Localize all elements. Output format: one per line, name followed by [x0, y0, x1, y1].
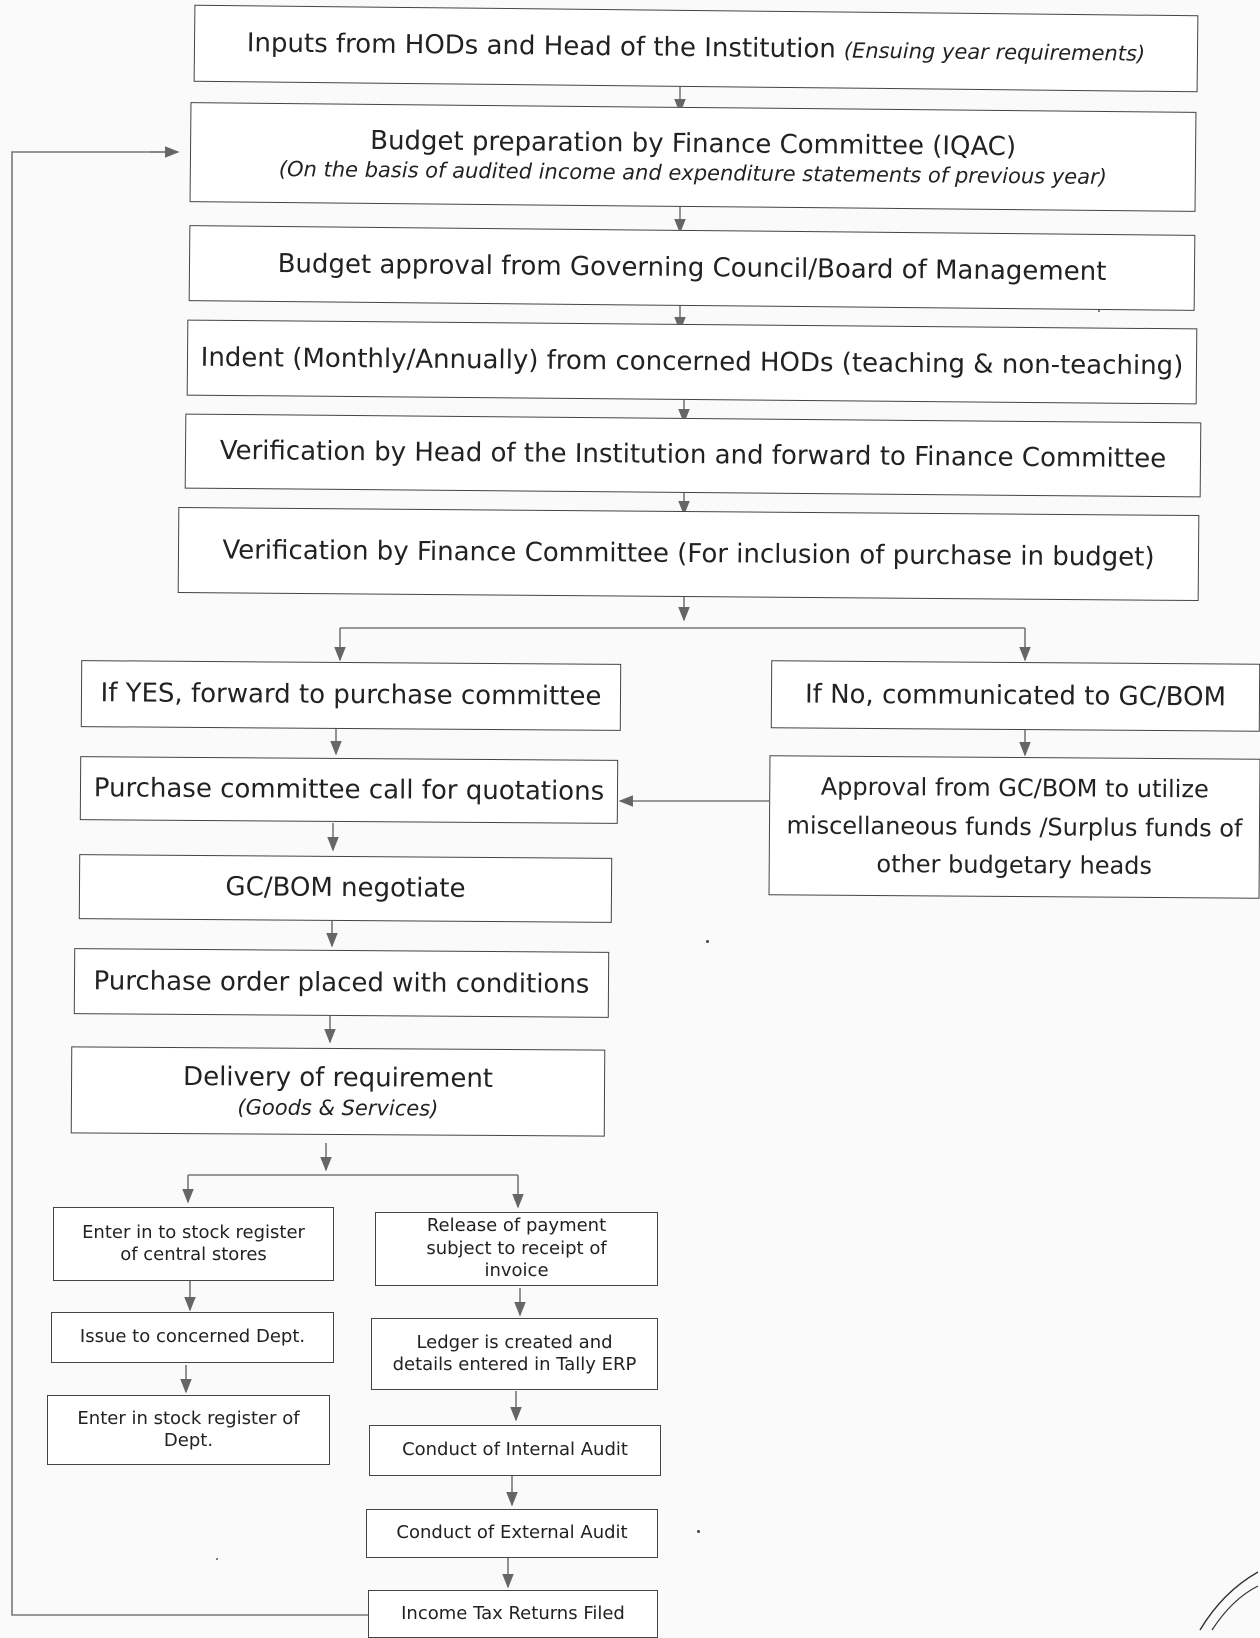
step-verification-head-label: Verification by Head of the Institution …: [219, 436, 1167, 475]
step-purchase-order: Purchase order placed with conditions: [73, 948, 610, 1018]
step-negotiate-label: GC/BOM negotiate: [225, 872, 466, 905]
step-delivery: Delivery of requirement (Goods & Service…: [70, 1046, 606, 1137]
step-release-payment-label: Release of payment subject to receipt of…: [426, 1215, 607, 1282]
step-budget-preparation: Budget preparation by Finance Committee …: [189, 102, 1197, 212]
step-external-audit: Conduct of External Audit: [366, 1509, 658, 1558]
branch-if-yes: If YES, forward to purchase committee: [80, 660, 622, 731]
step-income-tax-returns-label: Income Tax Returns Filed: [401, 1602, 625, 1624]
step-purchase-order-label: Purchase order placed with conditions: [93, 966, 590, 1000]
step-ledger: Ledger is created and details entered in…: [371, 1318, 658, 1390]
step-ledger-label: Ledger is created and details entered in…: [392, 1331, 637, 1376]
step-external-audit-label: Conduct of External Audit: [396, 1522, 628, 1544]
branch-if-no: If No, communicated to GC/BOM: [770, 660, 1260, 732]
step-call-quotations: Purchase committee call for quotations: [79, 756, 619, 824]
step-indent-label: Indent (Monthly/Annually) from concerned…: [200, 342, 1184, 382]
step-verification-finance-label: Verification by Finance Committee (For i…: [222, 535, 1155, 573]
scan-speck: [216, 1558, 218, 1560]
step-verification-finance: Verification by Finance Committee (For i…: [177, 506, 1200, 602]
step-internal-audit-label: Conduct of Internal Audit: [402, 1439, 628, 1461]
step-income-tax-returns: Income Tax Returns Filed: [368, 1590, 658, 1638]
scan-speck: [706, 940, 709, 943]
signature-mark: [1199, 1571, 1259, 1631]
step-internal-audit: Conduct of Internal Audit: [369, 1425, 661, 1476]
step-inputs-note: (Ensuing year requirements): [843, 38, 1146, 66]
step-stock-central-label: Enter in to stock register of central st…: [82, 1221, 305, 1266]
step-approval-misc-funds-label: Approval from GC/BOM to utilize miscella…: [786, 773, 1243, 881]
step-issue-dept: Issue to concerned Dept.: [51, 1312, 334, 1363]
step-verification-head: Verification by Head of the Institution …: [184, 413, 1202, 498]
step-budget-approval-label: Budget approval from Governing Council/B…: [277, 248, 1107, 287]
step-budget-approval: Budget approval from Governing Council/B…: [188, 225, 1196, 311]
step-stock-central: Enter in to stock register of central st…: [53, 1207, 334, 1281]
step-stock-dept-label: Enter in stock register of Dept.: [77, 1407, 300, 1452]
step-release-payment: Release of payment subject to receipt of…: [375, 1212, 658, 1286]
scan-speck: [1098, 310, 1100, 312]
step-delivery-note: (Goods & Services): [237, 1095, 439, 1121]
step-approval-misc-funds: Approval from GC/BOM to utilize miscella…: [768, 755, 1260, 899]
step-stock-dept: Enter in stock register of Dept.: [47, 1395, 330, 1465]
step-call-quotations-label: Purchase committee call for quotations: [93, 772, 605, 807]
feedback-loop-line: [11, 151, 368, 1616]
branch-if-no-label: If No, communicated to GC/BOM: [804, 679, 1227, 713]
step-inputs-label: Inputs from HODs and Head of the Institu…: [246, 28, 836, 65]
step-inputs: Inputs from HODs and Head of the Institu…: [193, 4, 1199, 93]
step-indent: Indent (Monthly/Annually) from concerned…: [186, 319, 1198, 405]
scan-speck: [697, 1530, 700, 1533]
step-negotiate: GC/BOM negotiate: [78, 854, 613, 923]
branch-if-yes-label: If YES, forward to purchase committee: [100, 678, 602, 712]
step-delivery-label: Delivery of requirement: [183, 1062, 494, 1095]
step-issue-dept-label: Issue to concerned Dept.: [79, 1326, 306, 1348]
